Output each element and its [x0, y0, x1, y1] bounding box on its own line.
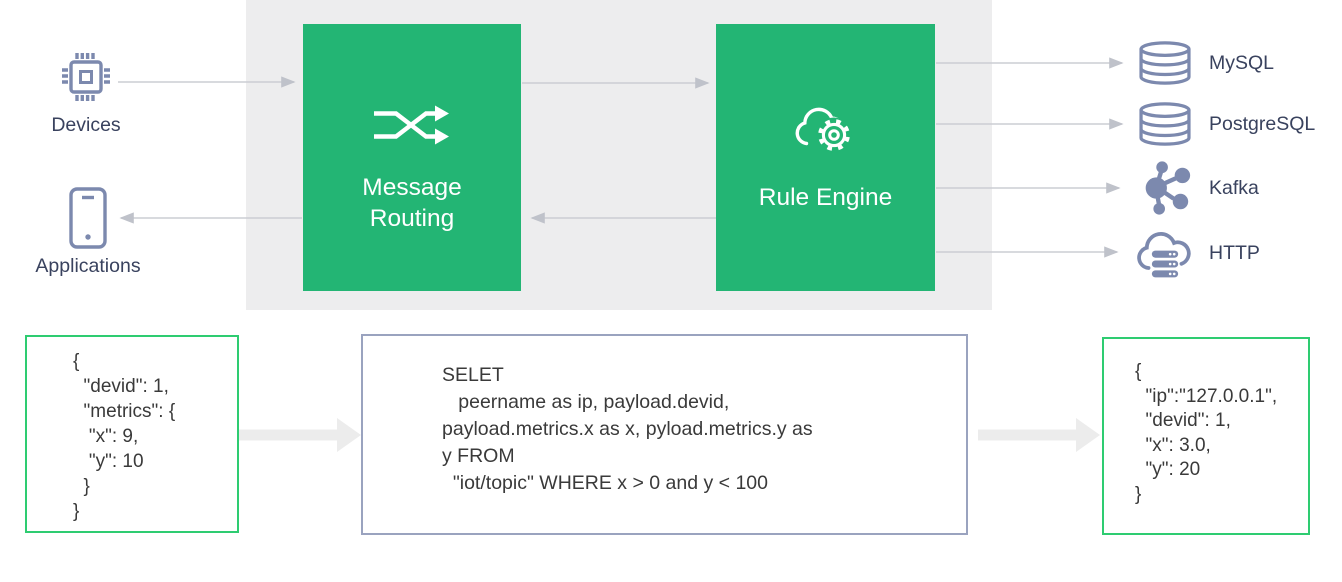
sink-http: HTTP — [1134, 224, 1260, 282]
devices-label: Devices — [51, 114, 121, 136]
mysql-label: MySQL — [1209, 51, 1275, 74]
database-icon — [1134, 40, 1196, 86]
rule-sql-box: SELET peername as ip, payload.devid, pay… — [361, 334, 968, 535]
rule-sql-text: SELET peername as ip, payload.devid, pay… — [442, 364, 813, 494]
rule-engine-label: Rule Engine — [758, 184, 893, 211]
http-label: HTTP — [1209, 241, 1260, 264]
sink-mysql: MySQL — [1134, 40, 1274, 86]
message-routing-node: Message Routing — [303, 24, 521, 291]
kafka-icon — [1134, 159, 1196, 217]
cloud-server-icon — [1134, 224, 1196, 282]
cloud-gear-icon — [795, 107, 851, 153]
message-routing-label: Message Routing — [362, 174, 462, 232]
smartphone-icon — [69, 187, 107, 249]
kafka-label: Kafka — [1209, 176, 1259, 199]
sink-kafka: Kafka — [1134, 159, 1259, 217]
input-message-json: { "devid": 1, "metrics": { "x": 9, "y": … — [73, 351, 176, 522]
output-message-box: { "ip":"127.0.0.1", "devid": 1, "x": 3.0… — [1102, 337, 1310, 535]
postgresql-label: PostgreSQL — [1209, 112, 1316, 135]
output-message-json: { "ip":"127.0.0.1", "devid": 1, "x": 3.0… — [1135, 361, 1278, 505]
thick-arrow-input-to-sql — [239, 418, 361, 452]
shuffle-icon — [374, 105, 449, 145]
thick-arrow-sql-to-output — [978, 418, 1100, 452]
database-icon — [1134, 101, 1196, 147]
applications-label: Applications — [35, 255, 141, 277]
rule-engine-node: Rule Engine — [716, 24, 935, 291]
chip-icon — [62, 53, 110, 101]
input-message-box: { "devid": 1, "metrics": { "x": 9, "y": … — [25, 335, 239, 533]
sink-postgresql: PostgreSQL — [1134, 101, 1315, 147]
